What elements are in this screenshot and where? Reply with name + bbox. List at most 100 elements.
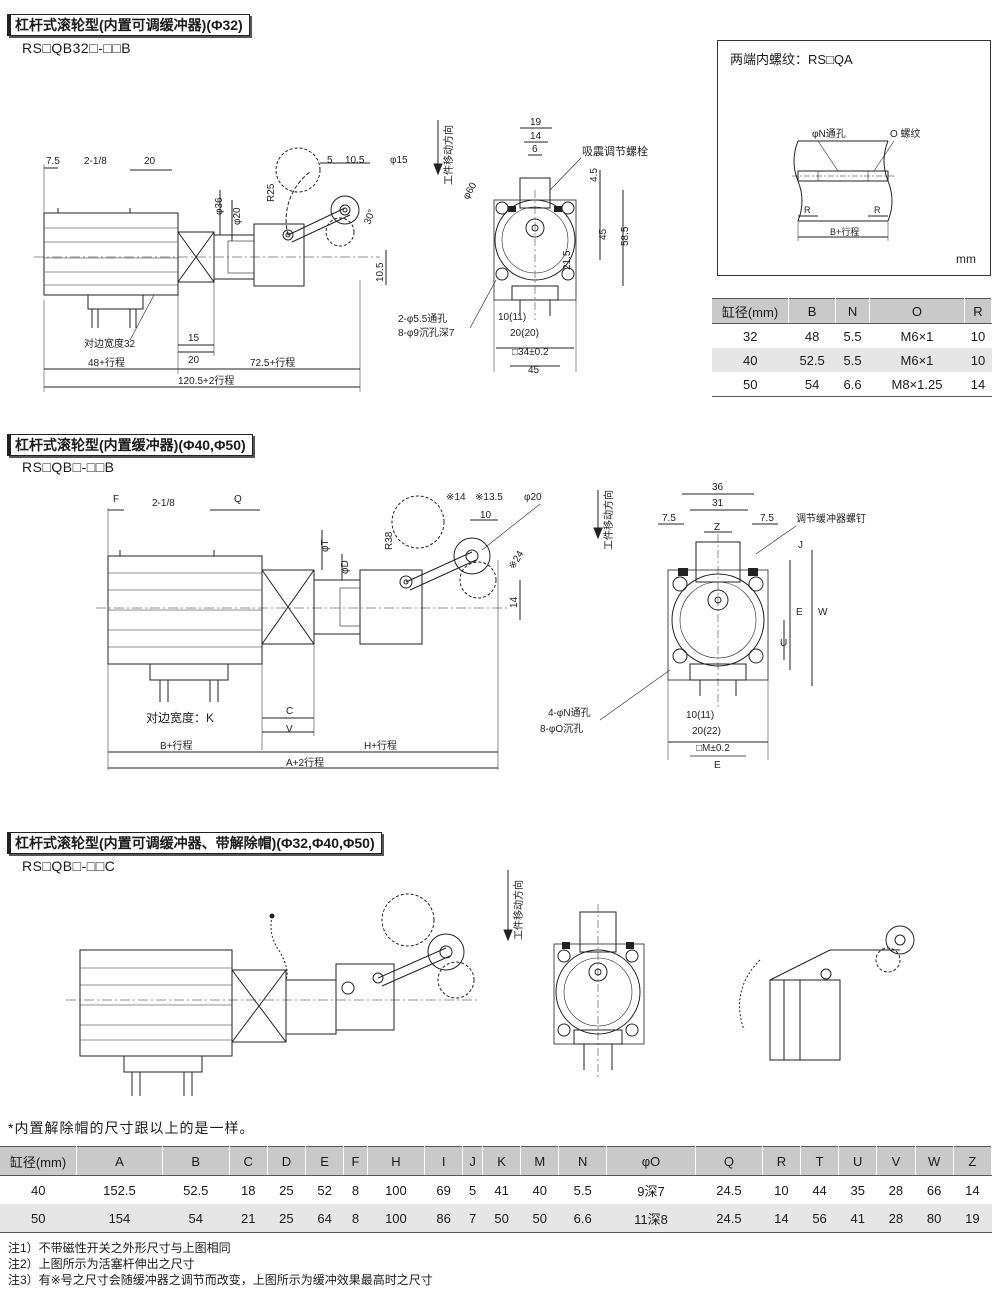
section-title-3: 杠杆式滚轮型(内置可调缓冲器、带解除帽)(Φ32,Φ40,Φ50) [7, 832, 382, 854]
dim-B-stroke: B+行程 [160, 739, 193, 752]
dim-E-side: E [796, 607, 803, 618]
dim-cell: 40 [0, 1175, 77, 1204]
section-title-2: 杠杆式滚轮型(内置缓冲器)(Φ40,Φ50) [7, 434, 253, 456]
qa-r-left: R [804, 205, 811, 215]
dim-F: F [113, 494, 119, 505]
dim-across-K: 对边宽度：K [146, 710, 214, 725]
dim-cell: 25 [267, 1175, 306, 1204]
model-code-3: RS□QB□-□□C [22, 858, 116, 874]
dim-120-5: 120.5+2行程 [178, 374, 234, 387]
dim-cell: 154 [76, 1204, 163, 1233]
dim-header: I [424, 1146, 464, 1176]
dim-72-5: 72.5+行程 [250, 356, 295, 369]
dim-cell: 41 [482, 1175, 521, 1204]
drawing-section-2: F 2-1/8 Q φT φD R38 ※14 ※13.5 φ20 10 ※24… [96, 482, 866, 771]
dim-5: 5 [327, 155, 333, 166]
dim-s10-11: 10(11) [498, 312, 526, 323]
dim-cell: 100 [367, 1175, 425, 1204]
dim-header: W [915, 1146, 954, 1176]
dim-header: B [162, 1146, 230, 1176]
qa-cell: 40 [712, 348, 789, 372]
qa-o-thread: O 螺纹 [890, 127, 921, 140]
dim-header: T [800, 1146, 840, 1176]
section-title-1: 杠杆式滚轮型(内置可调缓冲器)(Φ32) [7, 14, 250, 36]
dim-J: J [798, 540, 803, 551]
dim-s6: 6 [532, 144, 538, 155]
qa-cell: 52.5 [788, 348, 836, 372]
dim-cell: 50 [482, 1204, 521, 1233]
dim-header: V [876, 1146, 916, 1176]
dim-header: R [762, 1146, 801, 1176]
qa-cell: 5.5 [835, 323, 870, 348]
dim-cell: 52 [305, 1175, 344, 1204]
dim-across: 对边宽度32 [84, 337, 136, 350]
work-direction-label-3: 工件移动方向 [512, 880, 525, 940]
dim-cell: 14 [762, 1204, 801, 1233]
dim-U: U [780, 638, 787, 649]
dimension-table: 缸径(mm) A B C D E F H I J K M N φO Q R T … [0, 1146, 993, 1233]
dim-cell: 7 [462, 1204, 483, 1233]
dim-port-2: 2-1/8 [152, 498, 175, 509]
dim-cell: 50 [0, 1204, 77, 1233]
qa-b: B+行程 [830, 226, 859, 237]
dim-cell: 8 [343, 1175, 368, 1204]
dim-E-bottom: E [714, 760, 721, 771]
dim-cell: 28 [876, 1175, 915, 1204]
model-code-2: RS□QB□-□□B [22, 459, 115, 475]
note-2: 注2）上图所示为活塞杆伸出之尺寸 [8, 1257, 195, 1271]
dim-7-5: 7.5 [46, 156, 60, 167]
dim-cell: 52.5 [162, 1175, 230, 1204]
qa-unit: mm [956, 252, 976, 266]
dim-H-stroke: H+行程 [364, 739, 397, 752]
dim-cell: 41 [838, 1204, 877, 1233]
note-1: 注1）不带磁性开关之外形尺寸与上图相同 [8, 1241, 231, 1255]
dim-Q: Q [234, 494, 242, 505]
dim-cell: 5.5 [558, 1175, 607, 1204]
dim-header: D [267, 1146, 307, 1176]
dim-s45b: 45 [528, 365, 540, 376]
dim-20: 20 [144, 156, 156, 167]
qa-cell: 5.5 [835, 348, 870, 372]
dim-cell: 24.5 [695, 1204, 763, 1233]
dim-cell: 56 [800, 1204, 839, 1233]
dim-cell: 80 [915, 1204, 954, 1233]
dim-header: E [305, 1146, 345, 1176]
qa-cell: 48 [788, 323, 836, 348]
dim-cell: 69 [424, 1175, 463, 1204]
dim-angle: 30° [362, 208, 378, 226]
qa-cell: M8×1.25 [869, 372, 965, 397]
dim-s31: 31 [712, 498, 724, 509]
qa-cell: 10 [964, 348, 992, 372]
dim-10-5: 10.5 [345, 155, 365, 166]
dim-phiD: φD [340, 560, 351, 574]
dim-10-5b: 10.5 [375, 262, 386, 282]
dim-Z: Z [714, 522, 720, 533]
dim-20b: 20 [188, 355, 200, 366]
qa-cell: M6×1 [869, 323, 965, 348]
dim-header: C [229, 1146, 268, 1176]
qa-header: 缸径(mm) [712, 298, 789, 324]
qa-cell: 50 [712, 372, 789, 397]
dim-phi20-2: φ20 [524, 492, 542, 503]
dim-cell: 54 [162, 1204, 230, 1233]
note-3: 注3）有※号之尺寸会随缓冲器之调节而改变，上图所示为缓冲效果最高时之尺寸 [8, 1273, 433, 1287]
dim-cell: 14 [953, 1175, 992, 1204]
work-direction-label: 工件移动方向 [442, 125, 455, 185]
dim-C: C [286, 706, 293, 717]
qa-drawing: φN通孔 O 螺纹 R R B+行程 mm [792, 127, 976, 266]
note-top: *内置解除帽的尺寸跟以上的是一样。 [8, 1120, 255, 1136]
dim-cell: 50 [520, 1204, 559, 1233]
qa-panel: 两端内螺纹：RS□QA φN通孔 O 螺纹 R R B+行程 mm [717, 40, 991, 276]
dim-s4-5: 4.5 [589, 168, 600, 182]
dim-s21-5: 21.5 [562, 250, 573, 270]
dim-cell: 66 [915, 1175, 954, 1204]
qa-cell: 54 [788, 372, 836, 397]
dim-cell: 8 [343, 1204, 368, 1233]
dim-header: F [343, 1146, 368, 1176]
dim-W: W [818, 607, 828, 618]
dim-48: 48+行程 [88, 356, 125, 369]
dim-x13-5: ※13.5 [475, 492, 503, 503]
dim-phi36: φ36 [214, 197, 225, 215]
dim-cell: 21 [229, 1204, 268, 1233]
